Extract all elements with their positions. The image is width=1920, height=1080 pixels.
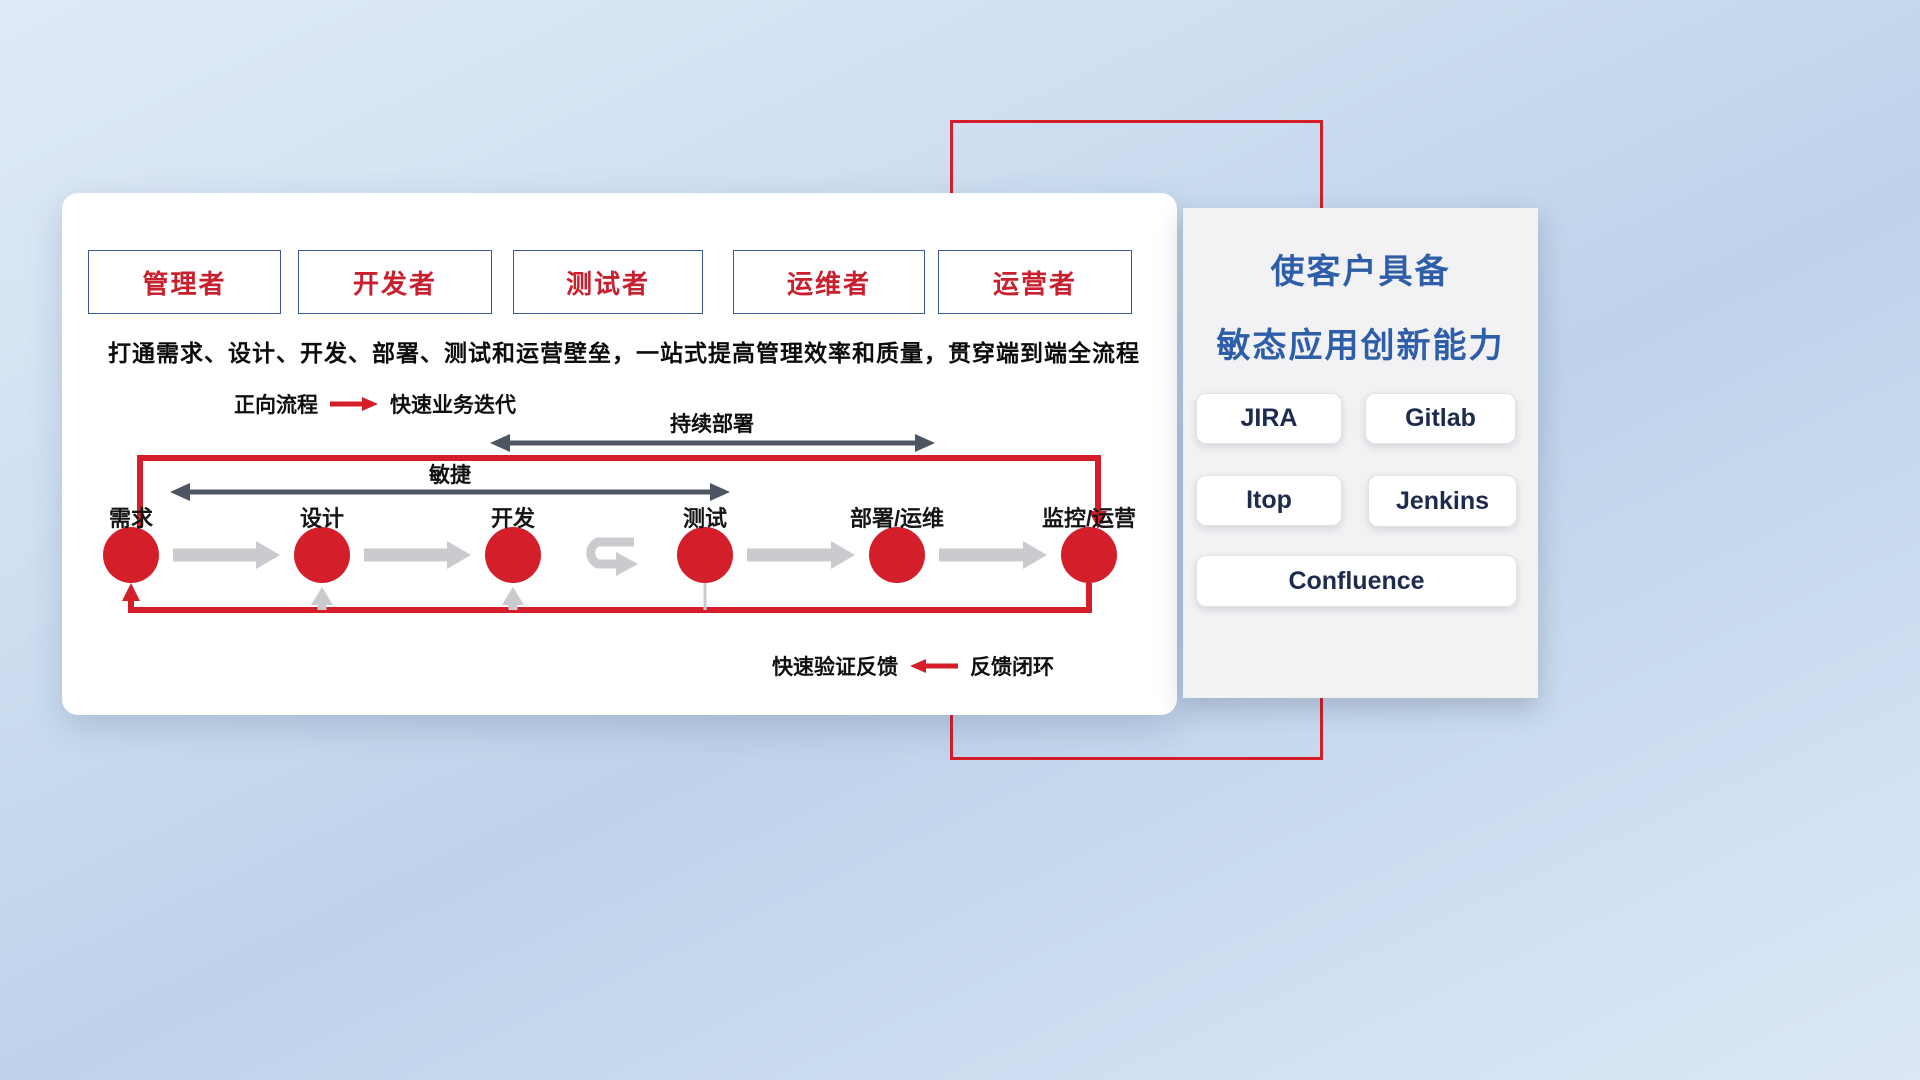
role-box-developer: 开发者 [298,250,492,314]
stage-flow-arrow-icon [747,541,855,569]
role-label: 测试者 [565,268,650,299]
role-box-manager: 管理者 [88,250,281,314]
stage-label-monitor-operate: 监控/运营 [1041,506,1137,531]
stage-label-design: 设计 [299,506,344,531]
stage-flow-arrow-icon [173,541,280,569]
tool-chip-jira: JIRA [1196,393,1342,444]
capability-panel: 使客户具备 敏态应用创新能力 JIRA Gitlab Itop Jenkins … [1183,208,1538,698]
stage-label-deploy-ops: 部署/运维 [849,506,945,531]
stage-label-requirements: 需求 [108,506,153,531]
tool-label: Gitlab [1405,404,1476,432]
capability-title-line1: 使客户具备 [1270,253,1451,291]
stage-circle-deploy-ops [869,527,925,583]
agile-label: 敏捷 [429,464,471,487]
agile-arrow-icon [170,483,730,501]
legend-feedback-label: 快速验证反馈 [772,656,898,679]
role-box-ops: 运维者 [733,250,925,314]
role-box-operator: 运营者 [938,250,1132,314]
devops-flow-panel: 管理者 开发者 测试者 运维者 运营者 打通需求、设计、开发、部署、测试和运营壁… [62,193,1177,715]
role-label: 运营者 [992,268,1077,299]
stage-flow-arrow-icon [939,541,1047,569]
tool-chip-itop: Itop [1196,475,1342,526]
stage-circle-development [485,527,541,583]
legend-forward-label: 正向流程 [234,394,318,417]
role-label: 管理者 [142,268,227,299]
red-feedback-loop-line [122,583,1092,613]
legend-forward-flow: 正向流程 快速业务迭代 [234,389,516,419]
stage-circle-monitor-operate [1061,527,1117,583]
continuous-deploy-label: 持续部署 [670,413,754,436]
stage-circle-testing [677,527,733,583]
tool-chip-gitlab: Gitlab [1365,393,1516,444]
tool-label: Jenkins [1395,486,1490,515]
red-left-arrow-icon [910,659,958,673]
continuous-deploy-arrow-icon [490,434,935,452]
stage-label-development: 开发 [490,506,535,531]
stage-flow-arrow-icon [364,541,471,569]
flow-diagram-graphics [103,434,1117,613]
red-right-arrow-icon [330,397,378,411]
stage-label-testing: 测试 [682,506,727,531]
role-label: 开发者 [352,268,437,299]
legend-forward-desc: 快速业务迭代 [390,394,516,417]
tool-label: Confluence [1288,566,1425,595]
legend-feedback-loop: 快速验证反馈 反馈闭环 [772,651,1054,681]
tool-chip-confluence: Confluence [1196,555,1517,607]
feedback-up-arrow-icon [502,587,524,610]
role-box-tester: 测试者 [513,250,703,314]
tool-label: JIRA [1240,404,1298,432]
tool-chip-jenkins: Jenkins [1368,475,1517,527]
stage-circle-design [294,527,350,583]
stage-circle-requirements [103,527,159,583]
capability-title-line2: 敏态应用创新能力 [1216,327,1505,365]
tool-label: Itop [1246,486,1292,514]
iteration-loop-icon [586,537,638,576]
role-label: 运维者 [786,268,871,299]
feedback-up-arrow-icon [311,587,333,610]
legend-feedback-desc: 反馈闭环 [970,656,1054,679]
red-forward-loop-line [137,455,1107,529]
panel-subtitle: 打通需求、设计、开发、部署、测试和运营壁垒，一站式提高管理效率和质量，贯穿端到端… [108,340,1140,366]
